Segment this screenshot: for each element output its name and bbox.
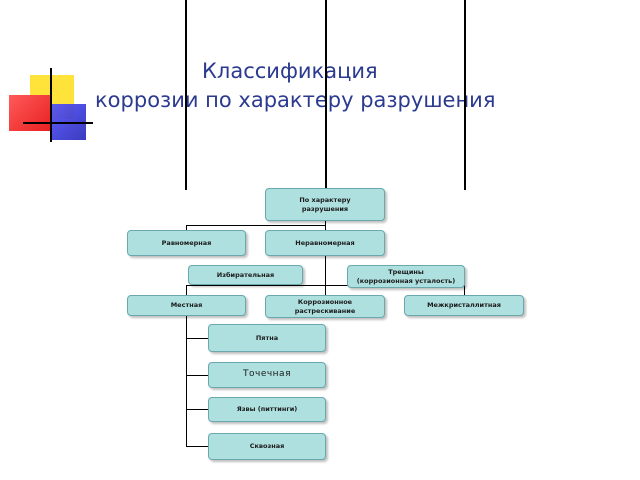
node-by-destruction: По характеру разрушения bbox=[265, 188, 385, 221]
frame-left-line bbox=[185, 0, 187, 190]
node-uniform: Равномерная bbox=[127, 230, 246, 256]
node-ulcers: Язвы (питтинги) bbox=[208, 397, 326, 422]
frame-right-line bbox=[464, 0, 466, 190]
node-through: Сквозная bbox=[208, 433, 326, 460]
node-pitting: Точечная bbox=[208, 362, 326, 388]
connector-nonuniform-down bbox=[325, 256, 326, 295]
connector-uniform-stub bbox=[186, 225, 187, 231]
node-selective: Избирательная bbox=[188, 265, 303, 285]
decor-horizontal-line bbox=[23, 122, 93, 124]
connector-spots bbox=[186, 338, 208, 339]
connector-level1-horizontal bbox=[186, 225, 326, 226]
slide-title-line2: коррозии по характеру разрушения bbox=[95, 88, 496, 112]
connector-pitting bbox=[186, 375, 208, 376]
node-nonuniform: Неравномерная bbox=[265, 230, 385, 256]
connector-local-stub bbox=[186, 285, 187, 295]
node-local: Местная bbox=[127, 295, 246, 316]
connector-local-vertical bbox=[186, 316, 187, 446]
frame-middle-line bbox=[325, 0, 327, 190]
node-cracks: Трещины (коррозионная усталость) bbox=[347, 265, 465, 288]
connector-inter-stub bbox=[464, 285, 465, 295]
slide-title-line1: Классификация bbox=[202, 59, 378, 83]
decor-vertical-line bbox=[50, 68, 52, 142]
node-intercrystalline: Межкристаллитная bbox=[404, 295, 524, 316]
connector-level2-horizontal bbox=[186, 285, 465, 286]
decor-red-square bbox=[9, 95, 51, 131]
node-spots: Пятна bbox=[208, 324, 326, 352]
connector-through bbox=[186, 446, 208, 447]
node-corrosion-cracking: Коррозионное растрескивание bbox=[265, 295, 385, 318]
connector-ulcers bbox=[186, 409, 208, 410]
